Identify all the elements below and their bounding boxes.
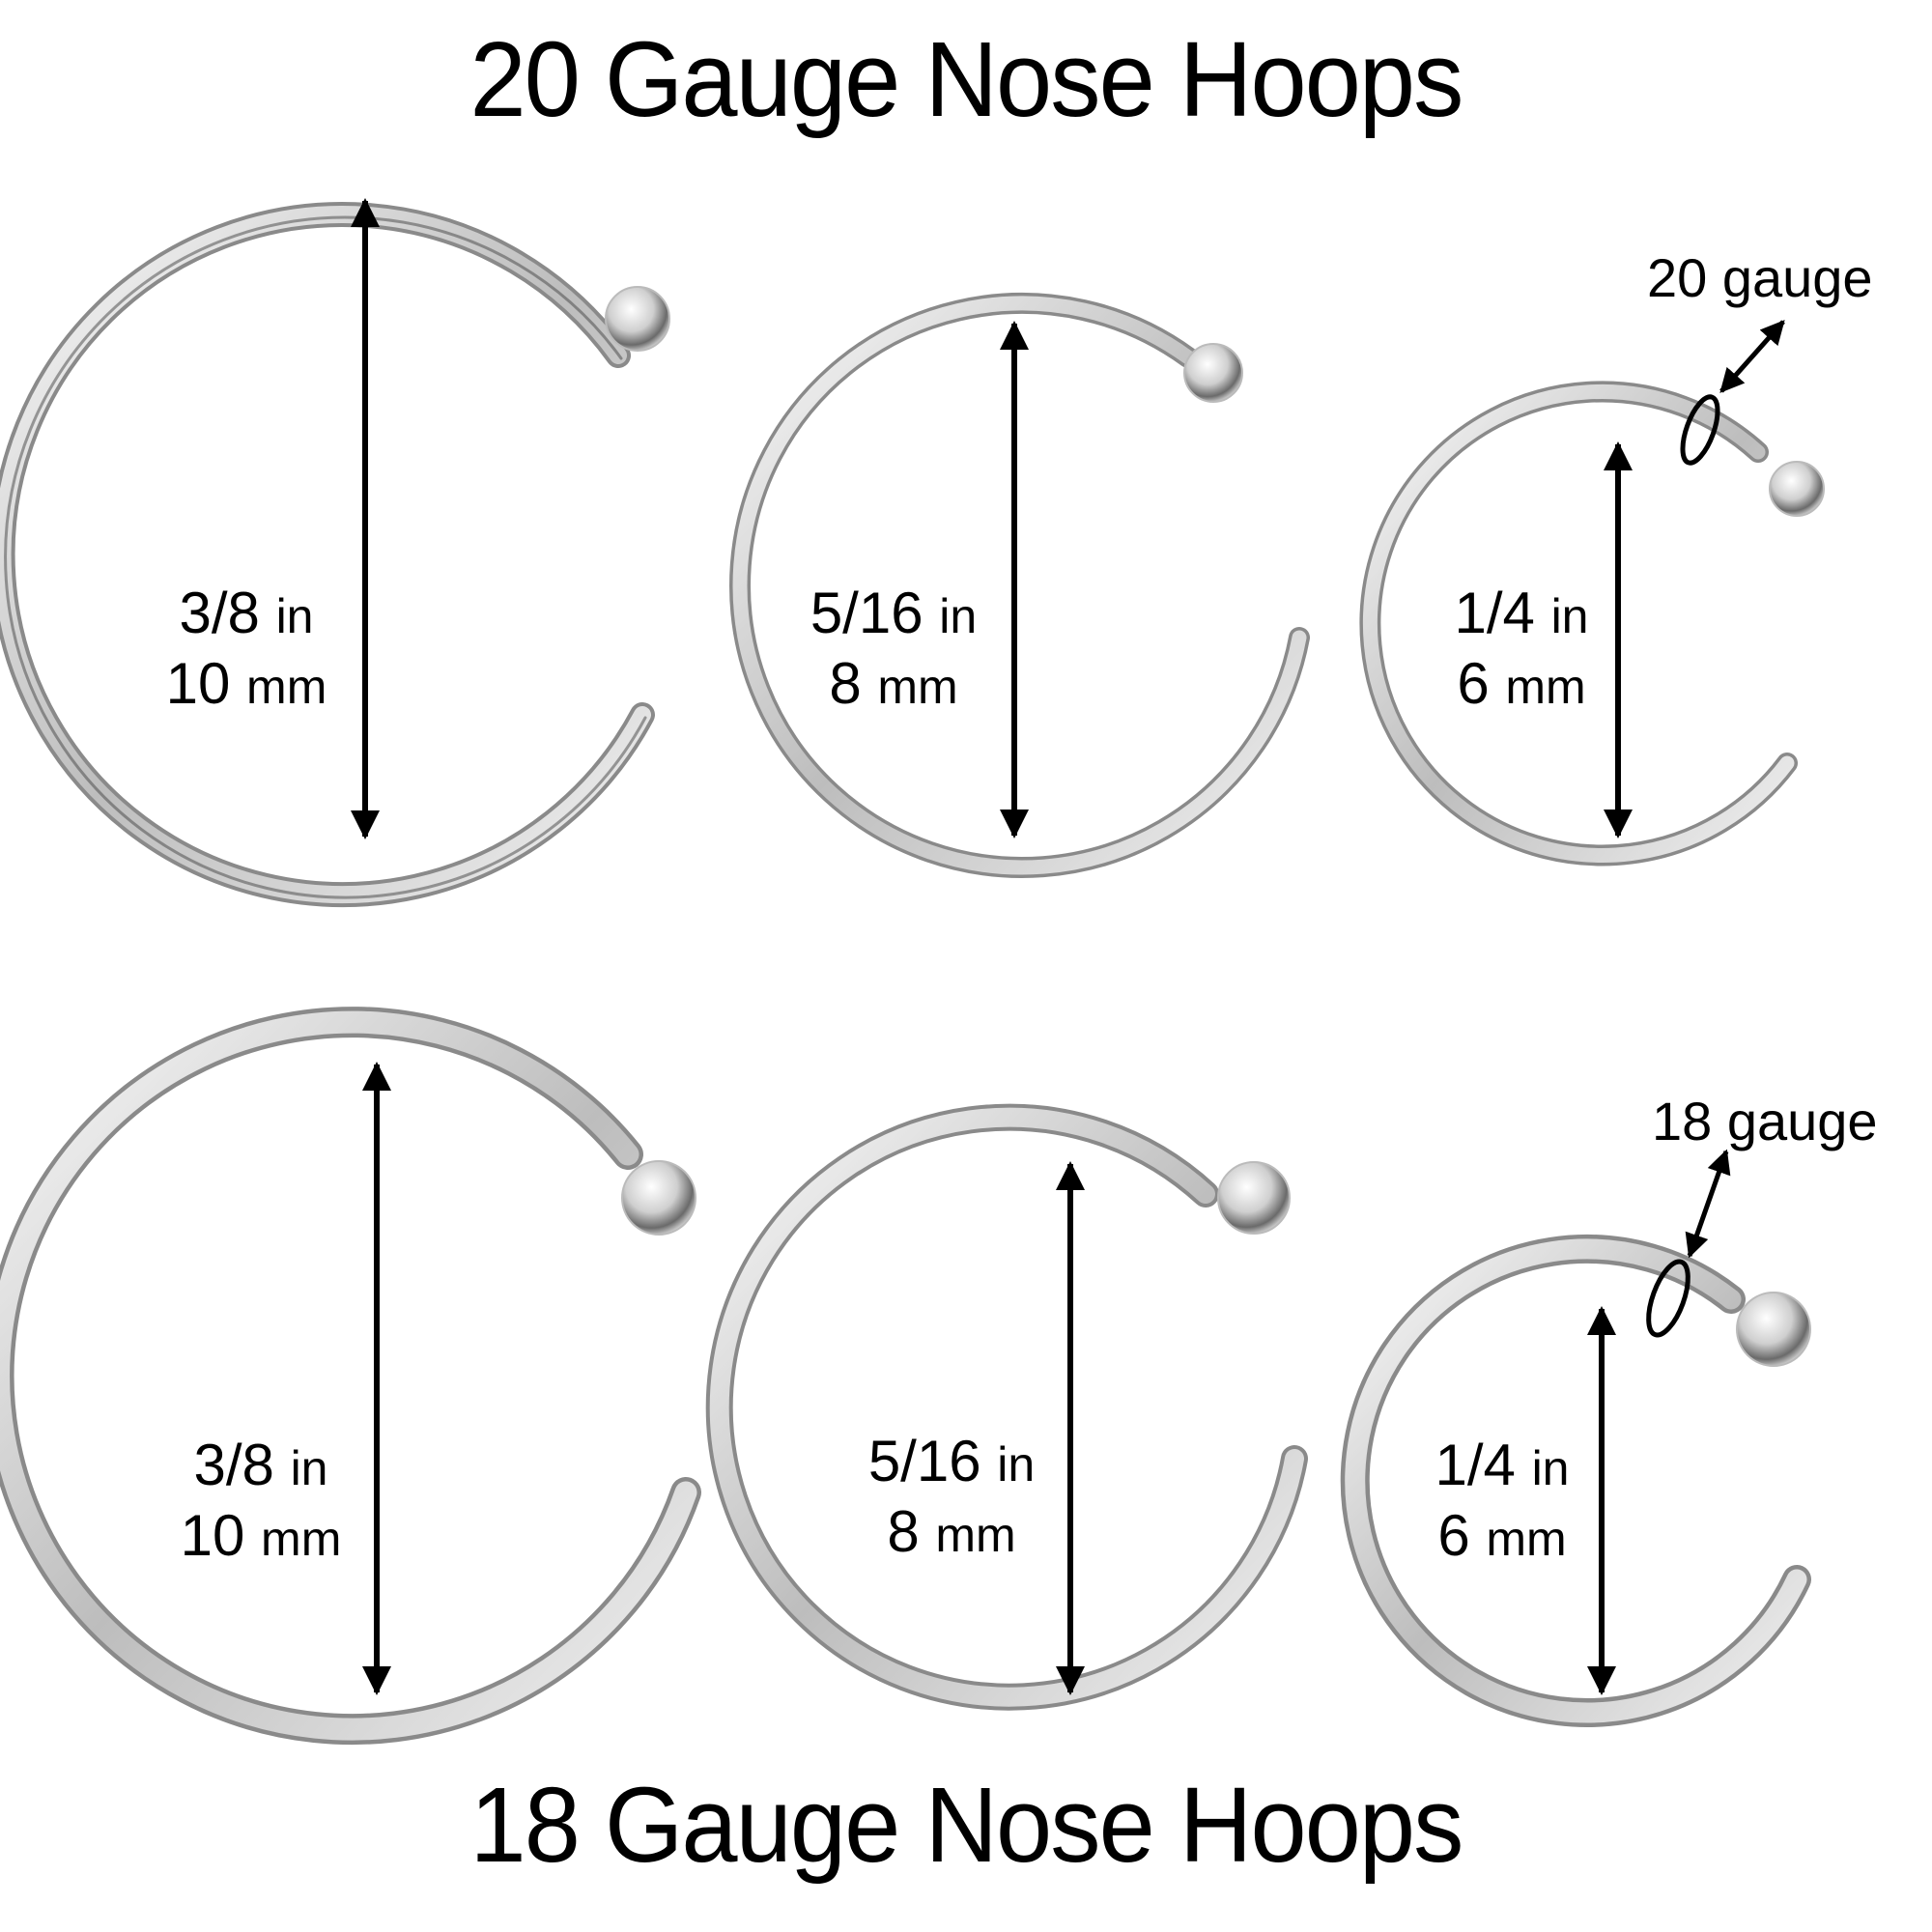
- gauge-label-18: 18 gauge: [1652, 1091, 1878, 1151]
- gauge-callout-ring: [1680, 394, 1720, 466]
- gauge-callout-ring: [1646, 1259, 1690, 1338]
- size-label-20g-10mm: 3/8 in 10 mm: [165, 581, 327, 716]
- size-label-20g-6mm: 1/4 in 6 mm: [1454, 581, 1589, 716]
- title-18-gauge: 18 Gauge Nose Hoops: [469, 1766, 1463, 1885]
- hoop-20g-8mm: [729, 292, 1310, 878]
- size-label-18g-10mm: 3/8 in 10 mm: [180, 1433, 342, 1568]
- hoop-18g-10mm: [0, 1007, 701, 1746]
- gauge-callout-arrow: [1719, 320, 1785, 393]
- hoop-20g-6mm: [1359, 320, 1825, 867]
- gauge-callout-arrow: [1685, 1149, 1731, 1259]
- size-label-18g-6mm: 1/4 in 6 mm: [1435, 1433, 1570, 1568]
- size-label-18g-8mm: 5/16 in 8 mm: [867, 1429, 1036, 1564]
- hoop-18g-6mm: [1340, 1149, 1811, 1727]
- size-label-20g-8mm: 5/16 in 8 mm: [810, 581, 978, 716]
- gauge-label-20: 20 gauge: [1647, 247, 1873, 308]
- hoop-20g-10mm: [0, 198, 670, 907]
- title-20-gauge: 20 Gauge Nose Hoops: [469, 20, 1463, 139]
- hoop-18g-8mm: [705, 1103, 1308, 1711]
